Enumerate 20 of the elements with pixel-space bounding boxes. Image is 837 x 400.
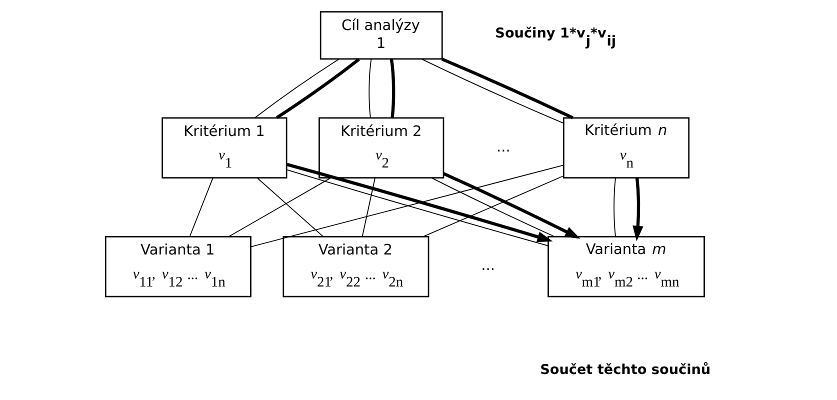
label: ...	[496, 139, 510, 156]
arrow	[632, 178, 643, 242]
connector	[422, 175, 564, 238]
connector	[250, 164, 564, 248]
connector	[368, 58, 372, 118]
node-box: Cíl analýzy 1	[319, 11, 442, 60]
connector	[254, 58, 339, 118]
connector	[188, 178, 213, 237]
connector	[389, 59, 395, 118]
connector	[228, 177, 331, 238]
connector	[256, 178, 324, 238]
connector	[440, 58, 573, 120]
label: Součet těchto součinů	[540, 362, 710, 378]
connector	[420, 58, 564, 124]
connector	[613, 178, 616, 237]
connector	[430, 177, 554, 238]
connector	[361, 178, 375, 237]
arrow	[442, 172, 580, 239]
connector	[275, 58, 360, 120]
label: ...	[480, 258, 494, 274]
